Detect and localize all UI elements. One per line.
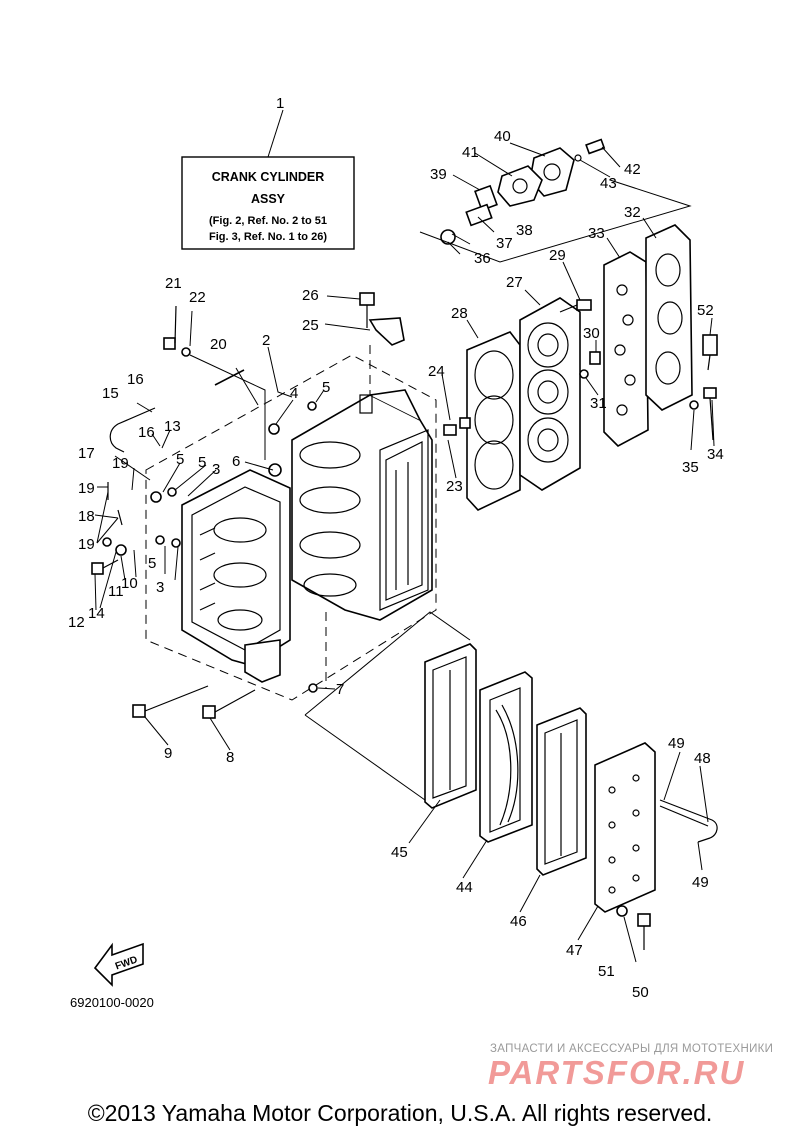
- callout-19a: 19: [112, 455, 129, 472]
- thermostat-cover-part: [419, 138, 692, 263]
- callout-46: 46: [510, 913, 527, 930]
- callout-26: 26: [302, 287, 319, 304]
- callout-47: 47: [566, 942, 583, 959]
- callout-10: 10: [121, 575, 138, 592]
- callout-43: 43: [600, 175, 617, 192]
- assembly-dashed-outline: [145, 354, 437, 701]
- reed-valve-gasket-2-part: [536, 707, 587, 876]
- callout-30: 30: [583, 325, 600, 342]
- callout-13: 13: [164, 418, 181, 435]
- reed-valve-part: [479, 671, 533, 843]
- hose-left-part: [109, 407, 156, 453]
- callout-38: 38: [516, 222, 533, 239]
- callout-39: 39: [430, 166, 447, 183]
- callout-2: 2: [262, 332, 270, 349]
- callout-19b: 19: [78, 480, 95, 497]
- callout-27: 27: [506, 274, 523, 291]
- callout-21: 21: [165, 275, 182, 292]
- reference-box: CRANK CYLINDER ASSY (Fig. 2, Ref. No. 2 …: [181, 109, 355, 250]
- callout-51: 51: [598, 963, 615, 980]
- callout-3a: 3: [212, 461, 220, 478]
- callout-49b: 49: [692, 874, 709, 891]
- callout-42: 42: [624, 161, 641, 178]
- callout-18: 18: [78, 508, 95, 525]
- callout-34: 34: [707, 446, 724, 463]
- callout-28: 28: [451, 305, 468, 322]
- callout-35: 35: [682, 459, 699, 476]
- reed-valve-gasket-part: [424, 643, 477, 809]
- callout-5c: 5: [198, 454, 206, 471]
- callout-41: 41: [462, 144, 479, 161]
- callout-37: 37: [496, 235, 513, 252]
- callout-16a: 16: [127, 371, 144, 388]
- callout-15: 15: [102, 385, 119, 402]
- callout-6: 6: [232, 453, 240, 470]
- callout-50: 50: [632, 984, 649, 1001]
- callout-8: 8: [226, 749, 234, 766]
- callout-5a: 5: [322, 379, 330, 396]
- callout-52: 52: [697, 302, 714, 319]
- callout-9: 9: [164, 745, 172, 762]
- diagram-code: 6920100-0020: [70, 995, 154, 1010]
- callout-3b: 3: [156, 579, 164, 596]
- head-cover-gasket-part: [603, 251, 649, 447]
- callout-23: 23: [446, 478, 463, 495]
- reference-box-line2: ASSY: [251, 192, 286, 206]
- callout-5b: 5: [176, 451, 184, 468]
- callout-44: 44: [456, 879, 473, 896]
- callout-12: 12: [68, 614, 85, 631]
- cylinder-block-part: [291, 389, 433, 621]
- callout-36: 36: [474, 250, 491, 267]
- callout-29: 29: [549, 247, 566, 264]
- callout-49a: 49: [668, 735, 685, 752]
- callout-32: 32: [624, 204, 641, 221]
- callout-11: 11: [108, 583, 124, 600]
- callout-22: 22: [189, 289, 206, 306]
- callout-numbers: 1 2 3 3 4 5 5 5 5 6 7 8 9 10 11 12 13 14…: [68, 95, 724, 1001]
- reference-box-line4: Fig. 3, Ref. No. 1 to 26): [209, 231, 327, 243]
- callout-14: 14: [88, 605, 105, 622]
- callout-20: 20: [210, 336, 227, 353]
- callout-31: 31: [590, 395, 607, 412]
- callout-45: 45: [391, 844, 408, 861]
- callout-1: 1: [276, 95, 284, 112]
- watermark-subtitle: ЗАПЧАСТИ И АКСЕССУАРЫ ДЛЯ МОТОТЕХНИКИ: [490, 1043, 774, 1055]
- callout-19c: 19: [78, 536, 95, 553]
- callout-25: 25: [302, 317, 319, 334]
- callout-16b: 16: [138, 424, 155, 441]
- callout-40: 40: [494, 128, 511, 145]
- head-cover-part: [645, 224, 693, 411]
- callout-7: 7: [336, 681, 344, 698]
- crankcase-part: [181, 469, 291, 683]
- callout-24: 24: [428, 363, 445, 380]
- callout-5d: 5: [148, 555, 156, 572]
- callout-48: 48: [694, 750, 711, 767]
- copyright-notice: ©2013 Yamaha Motor Corporation, U.S.A. A…: [87, 1100, 713, 1126]
- callout-17: 17: [78, 445, 95, 462]
- callout-4: 4: [290, 385, 298, 402]
- reference-box-line1: CRANK CYLINDER: [212, 170, 325, 184]
- reference-box-line3: (Fig. 2, Ref. No. 2 to 51: [209, 215, 327, 227]
- cylinder-head-gasket-part: [466, 331, 521, 511]
- cylinder-head-part: [519, 297, 581, 491]
- watermark-logo: PARTSFOR.RU: [488, 1054, 746, 1091]
- leader-lines: [94, 142, 715, 963]
- callout-33: 33: [588, 225, 605, 242]
- hose-part: [659, 799, 718, 843]
- intake-cover-part: [594, 742, 656, 913]
- fwd-arrow-icon: FWD: [93, 942, 144, 987]
